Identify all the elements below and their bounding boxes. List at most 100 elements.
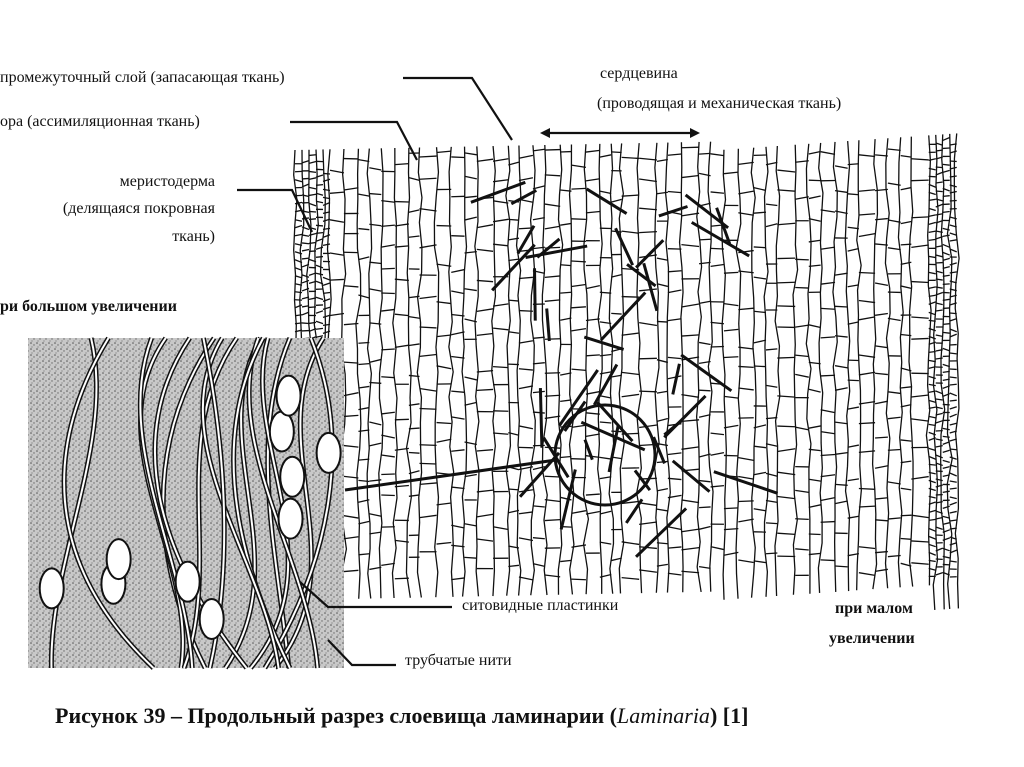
cross-wall [765,223,778,228]
cross-wall [935,412,943,416]
cross-wall [681,499,700,504]
cross-wall [942,163,950,166]
cross-wall [508,218,519,221]
cross-wall [847,553,860,557]
cross-wall [381,376,395,379]
cross-wall [928,559,936,563]
label-meristoderm-2: (делящаяся покровная [62,200,215,217]
cross-wall [315,224,324,227]
cross-wall [315,310,324,314]
cell-wall [568,144,575,595]
cross-wall [949,239,957,242]
cell-wall [805,143,812,594]
cross-wall [621,194,640,197]
cross-wall [942,515,950,519]
label-meristoderm-3: ткань) [172,228,215,245]
leader-inset-to-circle [344,458,557,492]
cross-wall [928,527,936,532]
cross-wall [710,432,725,436]
cross-wall [935,270,943,274]
medulla-filament [545,308,551,342]
cross-wall [358,385,370,389]
cross-wall [560,455,572,459]
cross-wall [949,166,957,170]
cross-wall [928,158,936,162]
cross-wall [753,339,767,344]
cell-wall [541,144,548,596]
cross-wall [322,291,331,295]
cross-wall [942,265,950,270]
cell-wall [871,139,879,590]
cross-wall [874,345,888,349]
cross-wall [949,456,957,460]
cross-wall [667,452,682,456]
cross-wall [419,326,437,329]
cell-wall [557,144,564,595]
cross-wall [436,301,452,305]
cross-wall [308,202,317,207]
cross-wall [935,286,943,289]
sieve-plate-bulb [198,597,225,640]
cross-wall [928,567,936,571]
cell-wall [505,145,512,596]
cross-wall [381,224,395,228]
cross-wall [571,283,587,288]
cross-wall [518,385,534,390]
cross-wall [928,301,936,306]
cross-wall [681,570,700,574]
cross-wall [942,169,950,174]
cross-wall [315,231,324,234]
cross-wall [656,542,668,545]
cross-wall [560,317,572,321]
cross-wall [493,432,509,435]
cross-wall [928,183,936,188]
cross-wall [820,336,836,339]
cross-wall [834,387,848,391]
cross-wall [911,244,929,249]
cross-wall [408,494,420,497]
cross-wall [329,191,344,194]
cell-wall [608,143,615,594]
cross-wall [710,452,725,456]
cross-wall [419,244,437,249]
cross-wall [322,243,331,247]
cross-wall [858,213,876,216]
cross-wall [294,267,303,271]
cross-wall [639,288,657,292]
cross-wall [935,181,943,184]
cross-wall [911,216,929,219]
cross-wall [847,284,860,288]
cell-wall [416,147,423,598]
medulla-filament [592,363,619,406]
cross-wall [294,233,303,237]
cross-wall [621,156,640,160]
cell-wall [355,148,362,599]
cross-wall [942,449,950,454]
cross-wall [858,505,876,508]
cross-wall [911,514,929,519]
cross-wall [585,149,600,153]
cross-wall [381,267,395,270]
cross-wall [315,238,324,242]
cross-wall [935,309,943,312]
cross-wall [508,258,520,262]
cross-wall [544,299,561,302]
cross-wall [394,344,409,349]
cross-wall [532,336,545,339]
cell-wall [491,145,497,597]
cross-wall [820,281,836,285]
cross-wall [795,324,809,328]
cross-wall [394,313,409,317]
cross-wall [492,218,509,223]
cross-wall [820,474,836,478]
cross-wall [753,276,767,280]
cross-wall [753,508,767,512]
cross-wall [419,387,437,392]
cross-wall [532,411,545,414]
cross-wall [699,506,711,509]
cross-wall [419,295,437,300]
cross-wall [738,387,754,391]
cross-wall [408,235,420,238]
cross-wall [585,412,600,415]
label-cortex: ора (ассимиляционная ткань) [0,113,200,130]
